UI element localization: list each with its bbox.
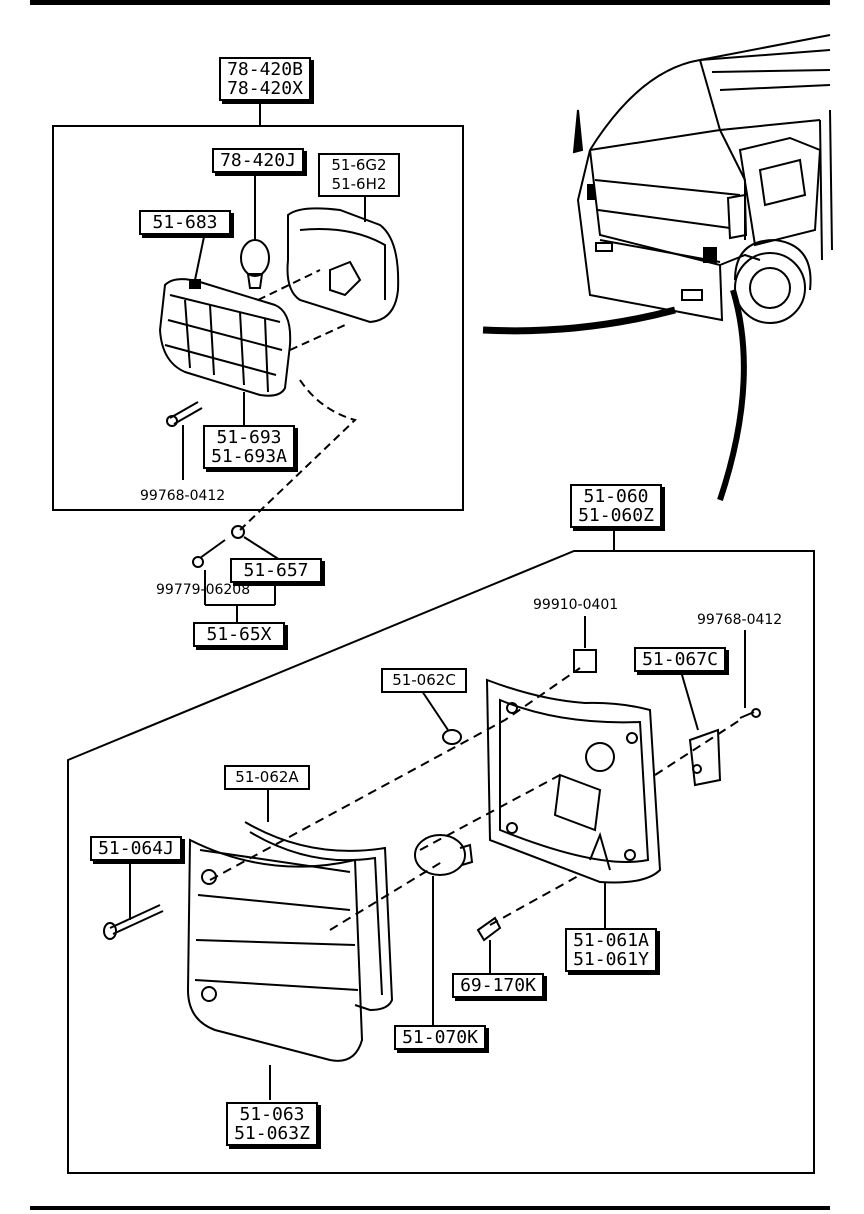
label-gasket: 51-062A <box>224 765 310 790</box>
gasket-shape <box>244 821 394 1012</box>
label-top-assembly: 78-420B 78-420X <box>219 57 311 101</box>
label-line: 51-063Z <box>234 1123 310 1144</box>
top-border-bar <box>30 0 830 5</box>
label-line: 69-170K <box>460 975 536 996</box>
label-line: 51-65X <box>206 624 272 645</box>
label-socket: 51-6G2 51-6H2 <box>318 153 400 197</box>
label-line: 78-420B <box>227 59 303 80</box>
label-small-bulb: 69-170K <box>452 973 544 998</box>
label-line: 51-063 <box>239 1104 305 1125</box>
label-rear-assembly: 51-060 51-060Z <box>570 484 662 528</box>
rear-lamp-frame <box>67 550 815 1174</box>
label-line: 78-420X <box>227 78 303 99</box>
label-line: 51-062A <box>235 768 299 786</box>
label-bulb-front: 78-420J <box>212 148 304 173</box>
label-bracket-set: 51-65X <box>193 622 285 647</box>
label-rear-bulb: 51-070K <box>394 1025 486 1050</box>
label-front-screw: 99768-0412 <box>140 488 226 504</box>
label-line: 51-064J <box>98 838 174 859</box>
label-bracket-screw: 99768-0412 <box>697 612 783 628</box>
label-front-lens: 51-683 <box>139 210 231 235</box>
label-small-screw: 99779-06208 <box>156 582 251 598</box>
label-line: 51-693 <box>216 427 282 448</box>
label-bracket-rear: 51-067C <box>634 647 726 672</box>
label-line: 51-061Y <box>573 949 649 970</box>
label-line: 51-060 <box>583 486 649 507</box>
label-line: 51-062C <box>392 671 456 689</box>
label-front-housing: 51-693 51-693A <box>203 425 295 469</box>
rear-housing-shape <box>485 678 662 884</box>
front-lamp-parts <box>158 170 400 622</box>
label-line: 51-683 <box>152 212 218 233</box>
rear-lamp-parts <box>103 616 761 1100</box>
label-rear-housing: 51-061A 51-061Y <box>565 928 657 972</box>
label-line: 51-693A <box>211 446 287 467</box>
label-line: 51-070K <box>402 1027 478 1048</box>
front-lamp-frame <box>52 125 464 511</box>
label-line: 51-657 <box>243 560 309 581</box>
label-line: 51-061A <box>573 930 649 951</box>
label-line: 78-420J <box>220 150 296 171</box>
truck-illustration <box>572 34 833 324</box>
label-line: 51-060Z <box>578 505 654 526</box>
label-rear-lens: 51-063 51-063Z <box>226 1102 318 1146</box>
bottom-border-bar <box>30 1206 830 1210</box>
label-lens-screw: 51-064J <box>90 836 182 861</box>
label-washer: 51-657 <box>230 558 322 583</box>
label-line: 51-6G2 <box>331 156 387 174</box>
label-line: 51-6H2 <box>331 175 387 193</box>
label-grommet: 99910-0401 <box>533 597 619 613</box>
label-nut: 51-062C <box>381 668 467 693</box>
rear-lens-shape <box>186 838 364 1062</box>
label-line: 51-067C <box>642 649 718 670</box>
